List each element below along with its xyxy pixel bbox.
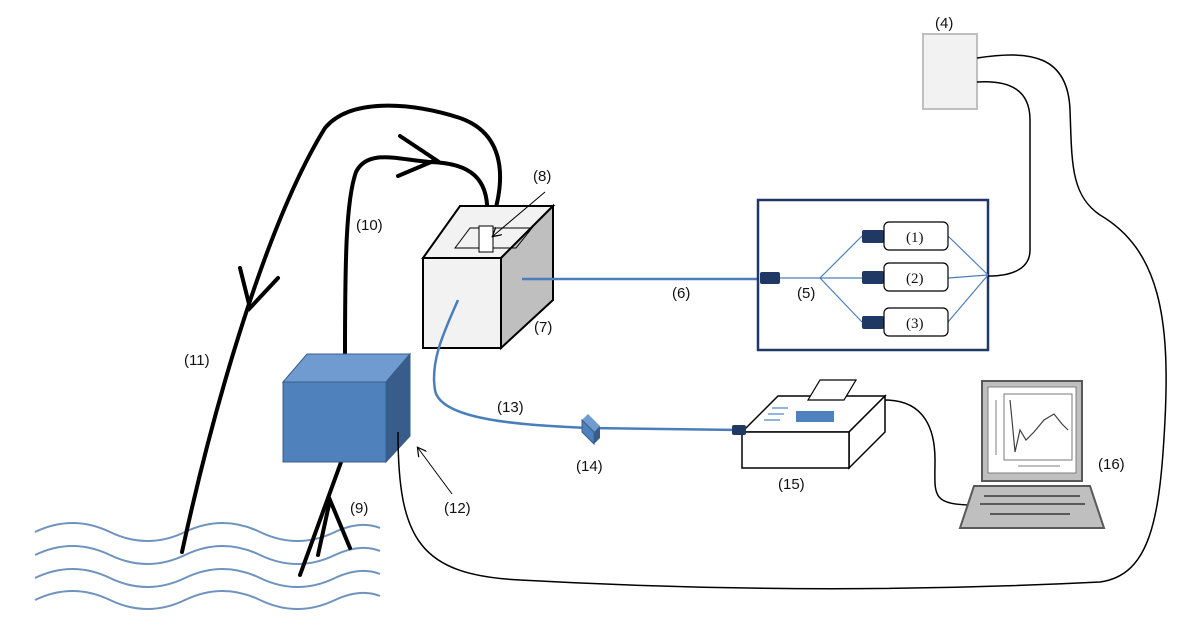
label-intake: (9) xyxy=(350,500,368,517)
measurement-cell xyxy=(421,191,556,351)
cable-spectrometer-to-laptop xyxy=(884,399,976,506)
laptop-keys xyxy=(980,495,1085,515)
label-attenuator: (14) xyxy=(576,458,603,475)
spectrometer-display xyxy=(796,411,834,422)
fiber-attenuator xyxy=(581,414,600,446)
sensor-pointer xyxy=(493,191,546,236)
label-spectrometer: (15) xyxy=(778,476,805,493)
source-1-connector xyxy=(862,230,884,243)
label-splitter: (5) xyxy=(797,285,815,302)
spectrometer-lid xyxy=(806,379,858,401)
sensor-holder xyxy=(454,227,534,249)
electrical-cables xyxy=(397,54,1167,590)
label-feed: (10) xyxy=(356,217,383,234)
labels: (1) (2) (3) (4) (5) (6) (7) (8) (9) (10)… xyxy=(184,15,1125,517)
arrow-intake xyxy=(316,493,352,557)
attenuator-side xyxy=(594,426,600,444)
label-laptop: (16) xyxy=(1098,456,1125,473)
source-3-box xyxy=(883,307,949,337)
source-unit xyxy=(756,198,990,352)
controller-box xyxy=(922,33,978,110)
source-3-connector xyxy=(862,316,884,329)
label-return: (11) xyxy=(184,352,210,369)
label-source-3: (3) xyxy=(906,316,924,332)
wave-2 xyxy=(34,545,381,565)
water-waves xyxy=(34,522,381,610)
return-pipe xyxy=(180,103,502,554)
feed-pipe xyxy=(343,155,490,357)
source-2-connector xyxy=(862,271,884,284)
cable-controller-to-pump xyxy=(397,54,1167,590)
pump-front-face xyxy=(282,381,387,463)
source-2-box xyxy=(883,262,949,292)
wave-1 xyxy=(34,522,381,542)
spectrometer-front xyxy=(741,431,850,469)
label-source-2: (2) xyxy=(906,271,924,287)
cable-controller-to-sources xyxy=(976,81,1031,277)
spectrometer-vents xyxy=(764,407,788,421)
fiber-to-spectrometer xyxy=(432,299,741,432)
spectrum-curve xyxy=(1009,399,1069,453)
cell-front-face xyxy=(422,257,502,349)
flow-arrows xyxy=(238,134,441,557)
splitter-branches xyxy=(780,235,989,323)
label-sensor: (8) xyxy=(533,168,551,185)
pump-cube xyxy=(281,352,412,464)
laptop-keyboard-base xyxy=(958,485,1106,529)
label-fiber-2: (13) xyxy=(497,399,524,416)
wave-4 xyxy=(34,590,381,610)
label-controller: (4) xyxy=(935,15,953,32)
arrow-feed xyxy=(396,134,441,178)
label-source-1: (1) xyxy=(906,230,924,246)
label-pump: (12) xyxy=(444,500,471,517)
wave-3 xyxy=(34,568,381,588)
arrow-return xyxy=(238,266,280,313)
attenuator-top xyxy=(582,414,600,432)
spectrometer xyxy=(732,379,887,470)
label-fiber: (6) xyxy=(672,285,690,302)
sensor-probe xyxy=(478,225,494,253)
label-cell: (7) xyxy=(534,319,552,336)
laptop xyxy=(958,380,1106,529)
source-1-box xyxy=(883,221,949,251)
pump-pointer xyxy=(418,448,453,495)
optical-fibers xyxy=(432,277,760,432)
splitter-connector xyxy=(760,272,780,284)
spectrometer-connector xyxy=(732,425,746,435)
